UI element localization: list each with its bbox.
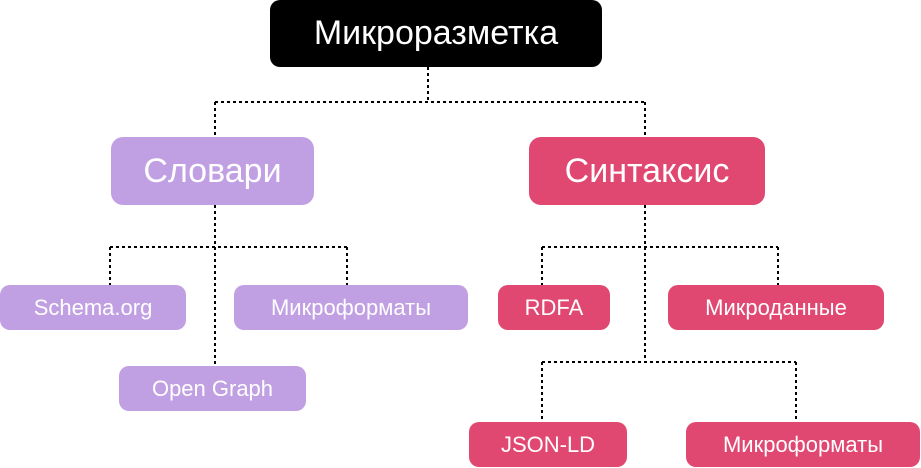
json-ld-node: JSON-LD [469, 422, 627, 467]
microformats-vocab-node: Микроформаты [234, 285, 468, 330]
rdfa-node: RDFA [498, 285, 610, 330]
vocabularies-node: Словари [111, 137, 314, 205]
open-graph-node: Open Graph [119, 366, 306, 411]
schema-org-node: Schema.org [0, 285, 186, 330]
syntax-node: Синтаксис [529, 137, 765, 205]
microdata-node: Микроданные [668, 285, 884, 330]
microformats-syntax-node: Микроформаты [686, 422, 920, 467]
root-node: Микроразметка [270, 0, 602, 67]
